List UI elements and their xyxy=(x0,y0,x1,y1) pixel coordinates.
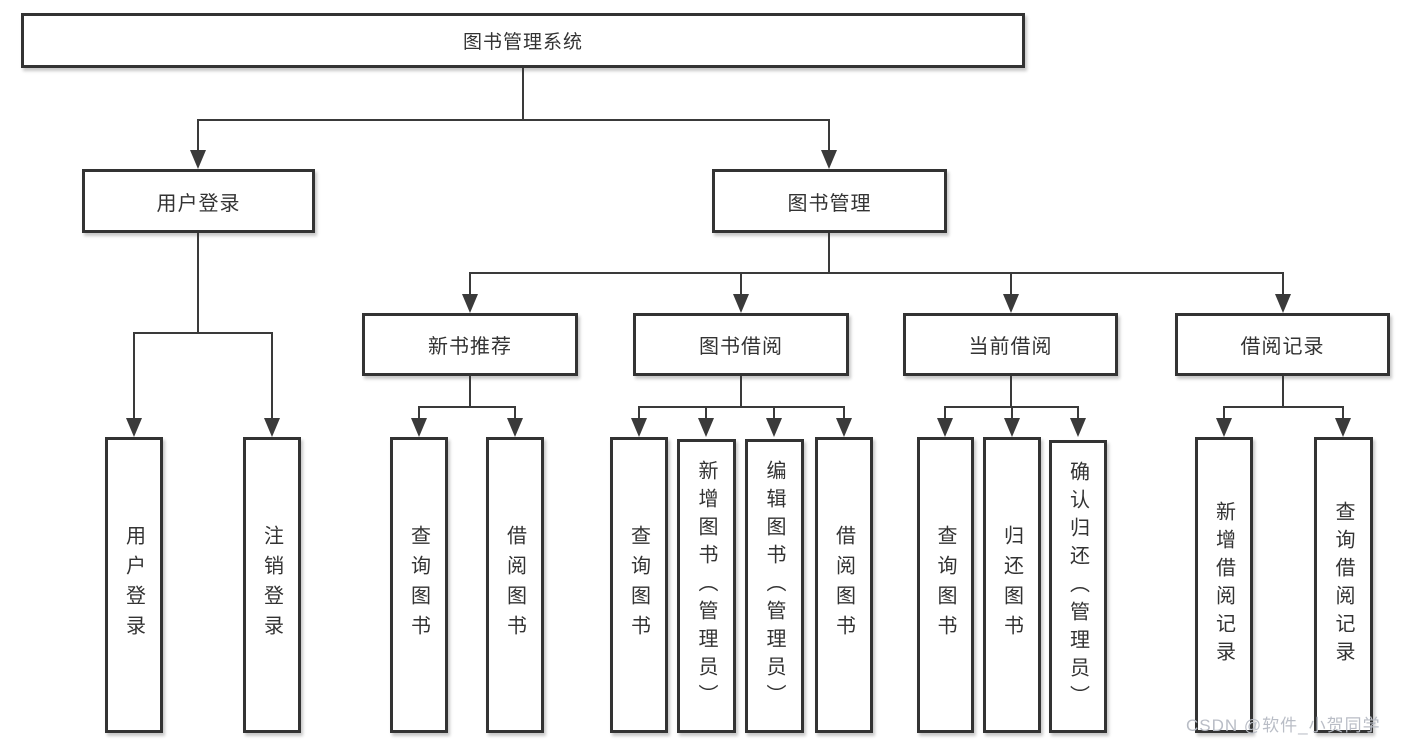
leaf-label: 注销登录 xyxy=(260,525,283,645)
leaf-borrow-books: 借阅图书 xyxy=(486,437,544,733)
arrow-down-icon xyxy=(462,294,478,313)
leaf-add-borrow-record: 新增借阅记录 xyxy=(1195,437,1253,733)
node-label: 用户登录 xyxy=(156,192,241,215)
csdn-watermark: CSDN @软件_小贺同学 xyxy=(1186,716,1381,735)
connector-line xyxy=(133,332,273,334)
leaf-label: 借阅图书 xyxy=(503,525,526,645)
arrow-down-icon xyxy=(411,418,427,437)
arrow-down-icon xyxy=(126,418,142,437)
connector-line xyxy=(1010,272,1012,295)
leaf-label: 借阅图书 xyxy=(832,525,855,645)
arrow-down-icon xyxy=(836,418,852,437)
leaf-label: 查询图书 xyxy=(407,525,430,645)
node-new-book-recommend: 新书推荐 xyxy=(362,313,578,376)
arrow-down-icon xyxy=(937,418,953,437)
node-label: 当前借阅 xyxy=(968,336,1053,358)
connector-line xyxy=(469,272,471,295)
connector-line xyxy=(828,233,830,273)
leaf-label: 查询图书 xyxy=(627,525,650,645)
leaf-query-books: 查询图书 xyxy=(917,437,974,733)
connector-line xyxy=(469,376,471,407)
leaf-logout: 注销登录 xyxy=(243,437,301,733)
connector-line xyxy=(418,406,516,408)
leaf-query-borrow-record: 查询借阅记录 xyxy=(1314,437,1373,733)
connector-line xyxy=(522,68,524,120)
arrow-down-icon xyxy=(507,418,523,437)
leaf-return-books: 归还图书 xyxy=(983,437,1041,733)
connector-line xyxy=(843,406,845,419)
arrow-down-icon xyxy=(821,150,837,169)
connector-line xyxy=(133,332,135,419)
arrow-down-icon xyxy=(698,418,714,437)
node-label: 新书推荐 xyxy=(428,336,512,358)
node-borrow-records: 借阅记录 xyxy=(1175,313,1390,376)
connector-line xyxy=(1342,406,1344,419)
connector-line xyxy=(197,119,830,121)
leaf-label: 归还图书 xyxy=(1000,525,1023,645)
connector-line xyxy=(514,406,516,419)
leaf-user-login: 用户登录 xyxy=(105,437,163,733)
node-label: 图书管理系统 xyxy=(462,32,583,53)
leaf-add-books-admin: 新增图书（管理员） xyxy=(677,439,736,733)
arrow-down-icon xyxy=(631,418,647,437)
node-current-borrow: 当前借阅 xyxy=(903,313,1118,376)
arrow-down-icon xyxy=(264,418,280,437)
connector-line xyxy=(638,406,640,419)
connector-line xyxy=(705,406,707,419)
arrow-down-icon xyxy=(733,294,749,313)
connector-line xyxy=(1223,406,1344,408)
connector-line xyxy=(1282,272,1284,295)
leaf-label: 编辑图书（管理员） xyxy=(763,460,785,712)
connector-line xyxy=(773,406,775,419)
connector-line xyxy=(197,233,199,333)
connector-line xyxy=(828,119,830,151)
leaf-query-books: 查询图书 xyxy=(610,437,668,733)
connector-line xyxy=(197,119,199,151)
arrow-down-icon xyxy=(190,150,206,169)
connector-line xyxy=(1282,376,1284,407)
node-root-system: 图书管理系统 xyxy=(21,13,1025,68)
arrow-down-icon xyxy=(1003,294,1019,313)
connector-line xyxy=(944,406,946,419)
arrow-down-icon xyxy=(1216,418,1232,437)
node-book-management: 图书管理 xyxy=(712,169,947,233)
connector-line xyxy=(1011,406,1013,419)
arrow-down-icon xyxy=(1335,418,1351,437)
connector-line xyxy=(271,332,273,419)
connector-line xyxy=(1223,406,1225,419)
connector-line xyxy=(740,272,742,295)
node-book-borrow: 图书借阅 xyxy=(633,313,849,376)
connector-line xyxy=(469,272,1284,274)
arrow-down-icon xyxy=(1275,294,1291,313)
connector-line xyxy=(740,376,742,407)
leaf-label: 查询图书 xyxy=(934,525,956,645)
connector-line xyxy=(638,406,845,408)
leaf-label: 查询借阅记录 xyxy=(1332,501,1354,669)
connector-line xyxy=(418,406,420,419)
node-label: 借阅记录 xyxy=(1240,336,1325,358)
node-label: 图书借阅 xyxy=(699,336,783,358)
leaf-confirm-return-admin: 确认归还（管理员） xyxy=(1049,440,1107,733)
leaf-label: 确认归还（管理员） xyxy=(1066,460,1089,713)
arrow-down-icon xyxy=(1070,418,1086,437)
leaf-edit-books-admin: 编辑图书（管理员） xyxy=(745,439,804,733)
arrow-down-icon xyxy=(1004,418,1020,437)
node-user-login: 用户登录 xyxy=(82,169,315,233)
leaf-query-books: 查询图书 xyxy=(390,437,448,733)
leaf-borrow-books: 借阅图书 xyxy=(815,437,873,733)
connector-line xyxy=(1077,406,1079,419)
leaf-label: 新增借阅记录 xyxy=(1212,501,1235,669)
connector-line xyxy=(1010,376,1012,407)
leaf-label: 新增图书（管理员） xyxy=(695,460,717,712)
arrow-down-icon xyxy=(766,418,782,437)
leaf-label: 用户登录 xyxy=(122,525,145,645)
node-label: 图书管理 xyxy=(787,192,872,215)
